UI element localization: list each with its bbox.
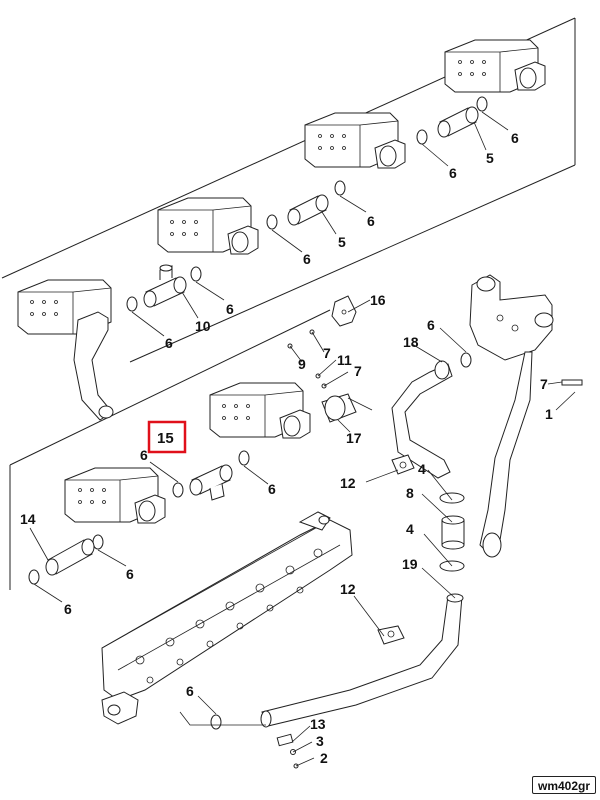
pipe-14: [28, 538, 95, 585]
callout-15-highlight-box: [147, 420, 187, 454]
cylinder-head-2: [304, 112, 406, 196]
turbo-housing: [469, 274, 554, 558]
callout-label: 4: [406, 521, 414, 537]
callout-label: 18: [403, 334, 419, 350]
callout-label: 1: [545, 406, 553, 422]
cylinder-head-6: [64, 467, 166, 550]
callout-label: 7: [540, 376, 548, 392]
cylinder-head-4: [17, 279, 114, 421]
callout-label: 14: [20, 511, 36, 527]
callout-label: 6: [226, 301, 234, 317]
pipe-10-tee: [126, 264, 187, 312]
leader-lines: [29, 111, 576, 767]
exhaust-manifold: [101, 511, 353, 725]
callout-label: 8: [406, 485, 414, 501]
callout-label: 7: [354, 363, 362, 379]
pipe-5-upper: [416, 106, 479, 145]
pipe-15-tee: [172, 464, 233, 501]
pipe-5-mid: [266, 194, 329, 230]
callout-label: 6: [165, 335, 173, 351]
clamp-12-upper: [391, 454, 415, 475]
coupling-8: [439, 492, 465, 572]
pipe-12-lower: [210, 593, 464, 730]
bracket-16: [331, 295, 357, 327]
callout-label: 6: [449, 165, 457, 181]
callout-label: 2: [320, 750, 328, 766]
cylinder-head-3: [157, 197, 259, 282]
callout-label: 3: [316, 733, 324, 749]
callout-label: 12: [340, 581, 356, 597]
callout-label: 16: [370, 292, 386, 308]
callout-label: 11: [337, 352, 352, 368]
callout-15-label: 15: [157, 430, 174, 447]
pipe-18: [391, 352, 472, 479]
callout-label: 6: [140, 447, 148, 463]
callout-label: 6: [303, 251, 311, 267]
callout-label: 19: [402, 556, 418, 572]
gasket-ring: [476, 96, 488, 112]
diagram-reference-code: wm402gr: [532, 776, 596, 794]
callout-label: 4: [418, 461, 426, 477]
callout-label: 13: [310, 716, 326, 732]
callout-labels: 6 5 6 6 5 6 6 10 6 16 6 18 7 9 11 7 7 1 …: [20, 130, 553, 766]
callout-label: 7: [323, 345, 331, 361]
callout-label: 6: [186, 683, 194, 699]
callout-label: 6: [268, 481, 276, 497]
callout-label: 6: [126, 566, 134, 582]
callout-label: 9: [298, 356, 306, 372]
callout-label: 5: [486, 150, 494, 166]
clamp-17: [321, 393, 373, 423]
cylinder-head-1: [444, 39, 546, 112]
callout-label: 12: [340, 475, 356, 491]
callout-label: 5: [338, 234, 346, 250]
callout-label: 6: [367, 213, 375, 229]
callout-label: 6: [511, 130, 519, 146]
callout-label: 6: [64, 601, 72, 617]
callout-label: 17: [346, 430, 362, 446]
callout-label: 10: [195, 318, 211, 334]
cylinder-head-5: [209, 382, 311, 466]
callout-label: 6: [427, 317, 435, 333]
